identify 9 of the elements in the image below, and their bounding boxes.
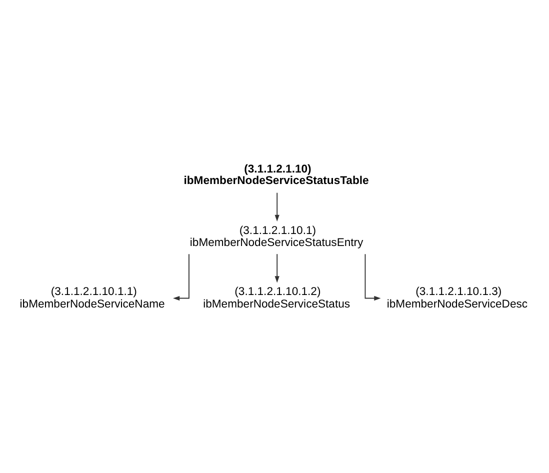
node-text: (3.1.1.2.1.10) ibMemberNodeServiceStatusTable	[184, 163, 369, 186]
arrow	[173, 253, 190, 300]
node-text: (3.1.1.2.1.10.1.2) ibMemberNodeServiceStatus	[203, 286, 350, 310]
node-text: (3.1.1.2.1.10.1.3) ibMemberNodeServiceDesc	[386, 286, 528, 310]
node-text: (3.1.1.2.1.10.1) ibMemberNodeServiceStatusEntry	[190, 224, 364, 249]
node-text: (3.1.1.2.1.10.1.1) ibMemberNodeServiceName	[20, 286, 165, 310]
arrow	[274, 192, 280, 221]
arrow	[274, 253, 280, 282]
arrow	[364, 253, 381, 300]
